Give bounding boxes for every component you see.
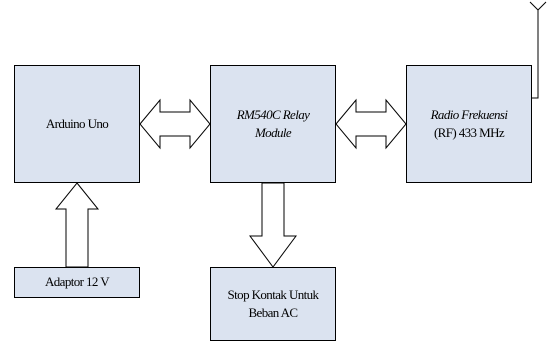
stop-kontak-label-line2: Beban AC: [248, 305, 298, 320]
relay-module-label-line1: RM540C Relay: [236, 106, 310, 122]
arduino-relay-double-arrow: [139, 98, 211, 150]
adaptor-to-arduino-arrow: [54, 182, 100, 268]
arduino-uno-block: Arduino Uno: [14, 65, 140, 183]
stop-kontak-label-line1: Stop Kontak Untuk: [227, 286, 320, 302]
relay-to-stop-kontak-arrow: [249, 182, 297, 268]
relay-module-block: RM540C Relay Module: [210, 65, 336, 183]
antenna-icon: [529, 1, 547, 99]
radio-frequency-block: Radio Frekuensi (RF) 433 MHz: [406, 65, 532, 183]
relay-radio-double-arrow: [335, 98, 407, 150]
radio-frequency-label-line2: (RF) 433 MHz: [433, 125, 505, 140]
adaptor-block: Adaptor 12 V: [14, 267, 140, 298]
relay-module-label-line2: Module: [254, 125, 292, 140]
adaptor-label: Adaptor 12 V: [44, 274, 110, 290]
stop-kontak-block: Stop Kontak Untuk Beban AC: [210, 267, 336, 341]
arduino-uno-label: Arduino Uno: [45, 115, 109, 131]
radio-frequency-label-line1: Radio Frekuensi: [430, 106, 508, 122]
